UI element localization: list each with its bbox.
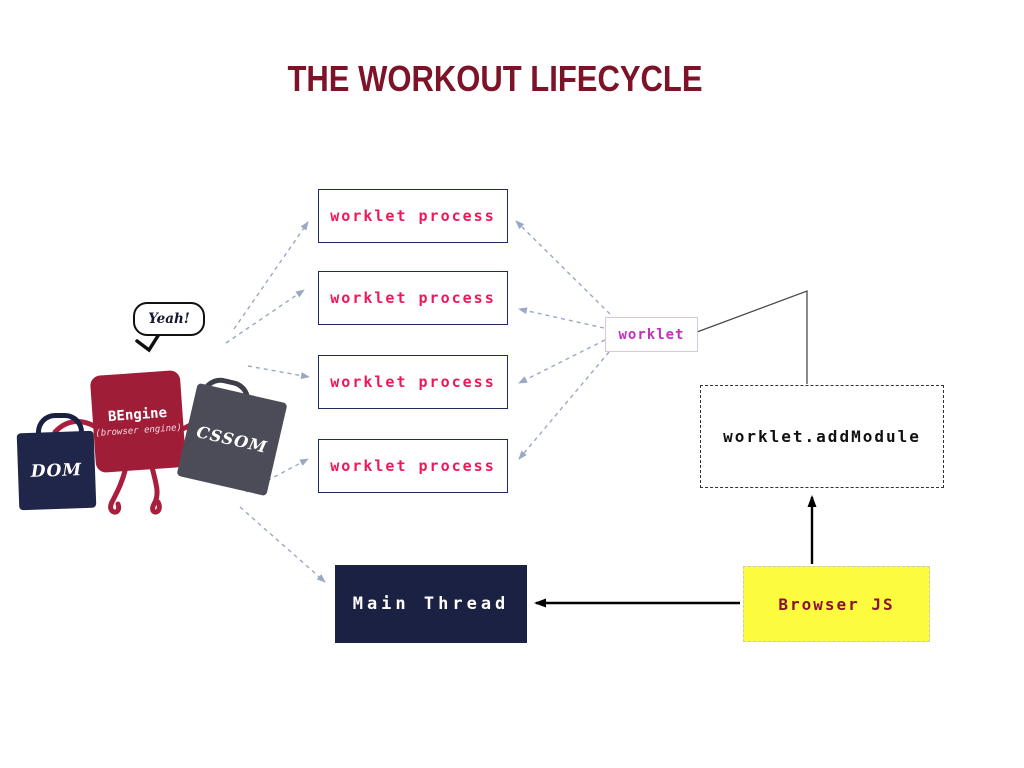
worklet-process-box-2: worklet process	[318, 271, 508, 325]
worklet-process-label: worklet process	[330, 289, 496, 307]
main-thread-label: Main Thread	[352, 594, 510, 614]
worklet-process-label: worklet process	[330, 457, 496, 475]
addmodule-label: worklet.addModule	[723, 427, 921, 446]
diagram-title: THE WORKOUT LIFECYCLE	[287, 58, 703, 100]
worklet-process-box-4: worklet process	[318, 439, 508, 493]
addmodule-box: worklet.addModule	[700, 385, 944, 488]
worklet-process-label: worklet process	[330, 207, 496, 225]
browser-engine-character: BEngine (browser engine)	[89, 369, 187, 474]
worklet-label: worklet	[618, 326, 685, 343]
browser-js-box: Browser JS	[743, 566, 930, 642]
worklet-to-process-arrows	[515, 220, 611, 460]
worklet-process-box-3: worklet process	[318, 355, 508, 409]
worklet-to-addmodule-connector	[696, 290, 808, 384]
cssom-bag-label: CSSOM	[194, 422, 270, 457]
worklet-box: worklet	[605, 317, 698, 352]
speech-bubble: Yeah!	[133, 302, 205, 336]
engine-subtitle: (browser engine)	[95, 422, 183, 439]
speech-bubble-text: Yeah!	[148, 311, 190, 327]
dom-bag: DOM	[16, 430, 97, 511]
worklet-process-label: worklet process	[330, 373, 496, 391]
cssom-bag: CSSOM	[176, 382, 288, 497]
dom-bag-label: DOM	[30, 459, 83, 482]
main-thread-box: Main Thread	[335, 565, 527, 643]
engine-name: BEngine	[107, 404, 168, 426]
browser-js-label: Browser JS	[778, 594, 895, 614]
worklet-process-box-1: worklet process	[318, 189, 508, 243]
